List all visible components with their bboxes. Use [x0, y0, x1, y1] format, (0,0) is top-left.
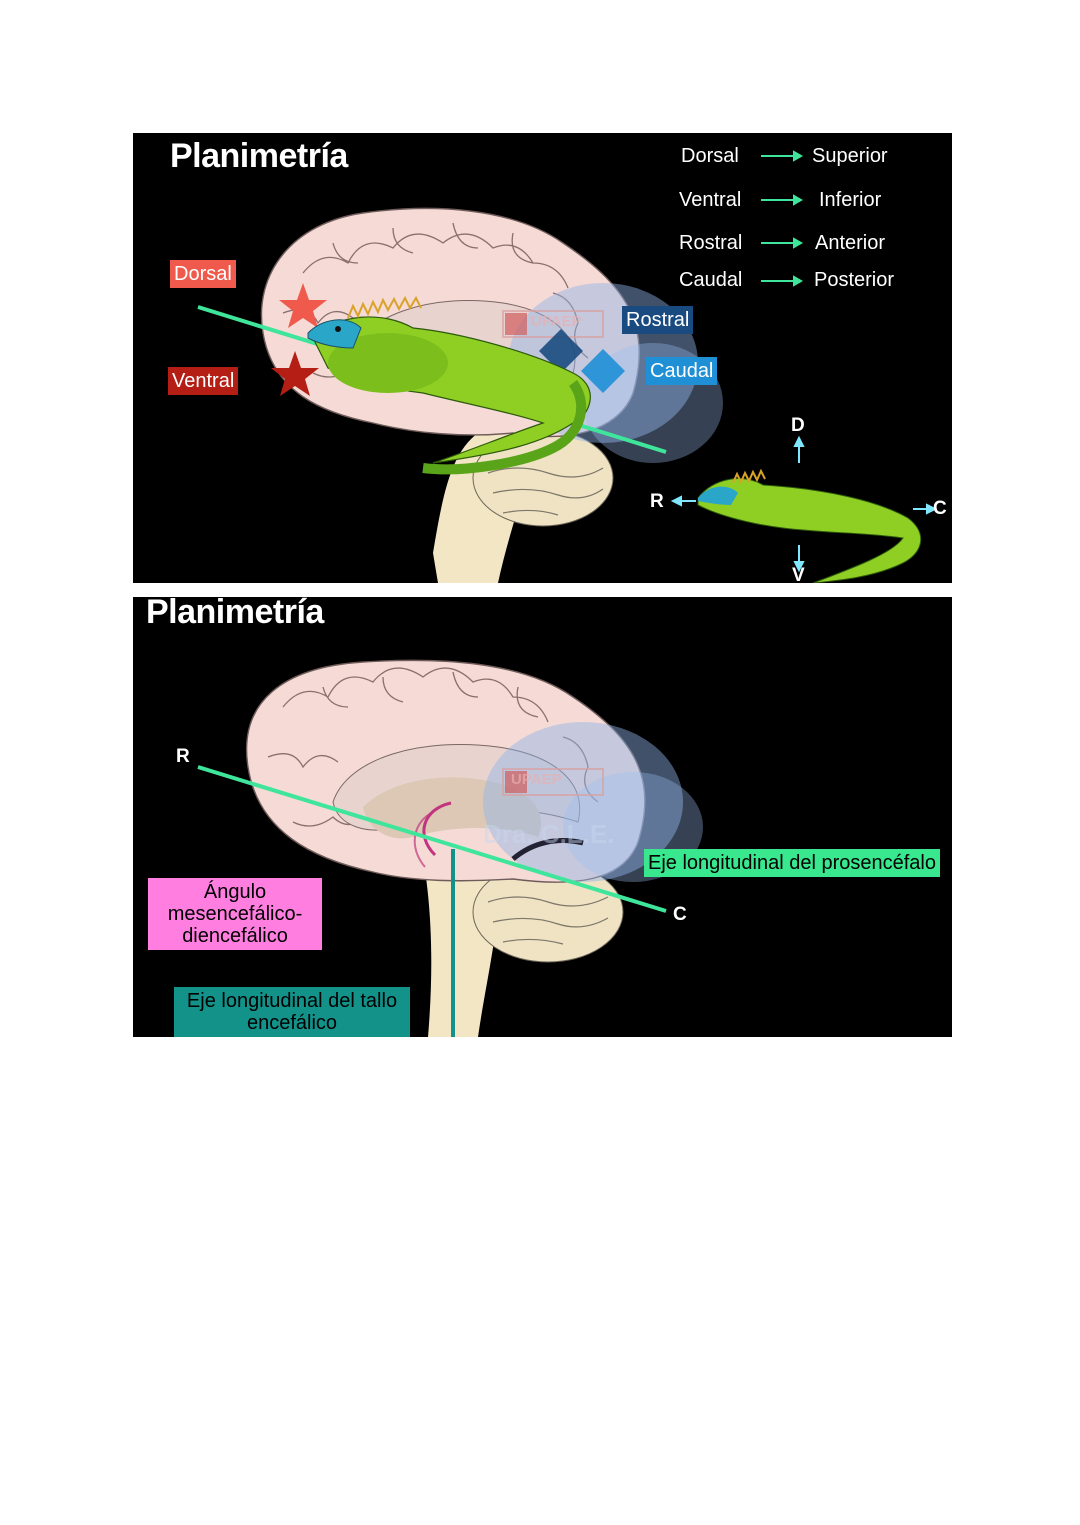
legend-from-rostral: Rostral — [679, 232, 743, 254]
legend-to-anterior: Anterior — [815, 232, 886, 254]
compass-ventral: V — [792, 565, 805, 583]
brainstem-axis-label: Eje longitudinal del tallo encefálico — [174, 987, 410, 1037]
watermark-upaep: UPAEP — [531, 313, 582, 330]
compass-dorsal: D — [791, 415, 805, 436]
legend-from-caudal: Caudal — [679, 269, 743, 291]
watermark-upaep: UPAEP — [511, 771, 562, 788]
rostral-label: Rostral — [622, 306, 694, 334]
axis-caudal-c: C — [673, 904, 687, 925]
axis-rostral-r: R — [176, 746, 190, 767]
angle-label-line-1: Ángulo — [203, 881, 267, 903]
planimetria-slide-1: Planimetría Dorsal Superior Ventral Infe… — [133, 133, 952, 583]
caudal-label: Caudal — [646, 357, 718, 385]
slide-title: Planimetría — [170, 137, 348, 175]
slide-title: Planimetría — [146, 597, 324, 631]
angle-label-line-2: mesencefálico- — [167, 903, 303, 925]
ventral-label: Ventral — [168, 367, 239, 395]
legend-to-superior: Superior — [812, 145, 888, 167]
compass-caudal: C — [933, 498, 947, 519]
legend-to-inferior: Inferior — [819, 189, 882, 211]
legend-to-posterior: Posterior — [814, 269, 895, 291]
compass-rostral: R — [650, 491, 664, 512]
dorsal-label: Dorsal — [170, 260, 236, 288]
brainstem-label-line-1: Eje longitudinal del tallo — [186, 990, 398, 1012]
legend-from-ventral: Ventral — [679, 189, 742, 211]
mesencephalic-diencephalic-angle-label: Ángulo mesencefálico- diencefálico — [148, 878, 322, 950]
planimetria-slide-2: Planimetría R C UPAEP Dra. C.L.E. Eje lo… — [133, 597, 952, 1037]
brainstem-label-line-2: encefálico — [246, 1012, 338, 1034]
watermark-author: Dra. C.L.E. — [483, 819, 615, 849]
angle-label-line-3: diencefálico — [182, 925, 288, 947]
prosencephalon-axis-label: Eje longitudinal del prosencéfalo — [644, 849, 940, 877]
brain-illustration-2 — [197, 659, 703, 1037]
legend-from-dorsal: Dorsal — [681, 145, 739, 167]
